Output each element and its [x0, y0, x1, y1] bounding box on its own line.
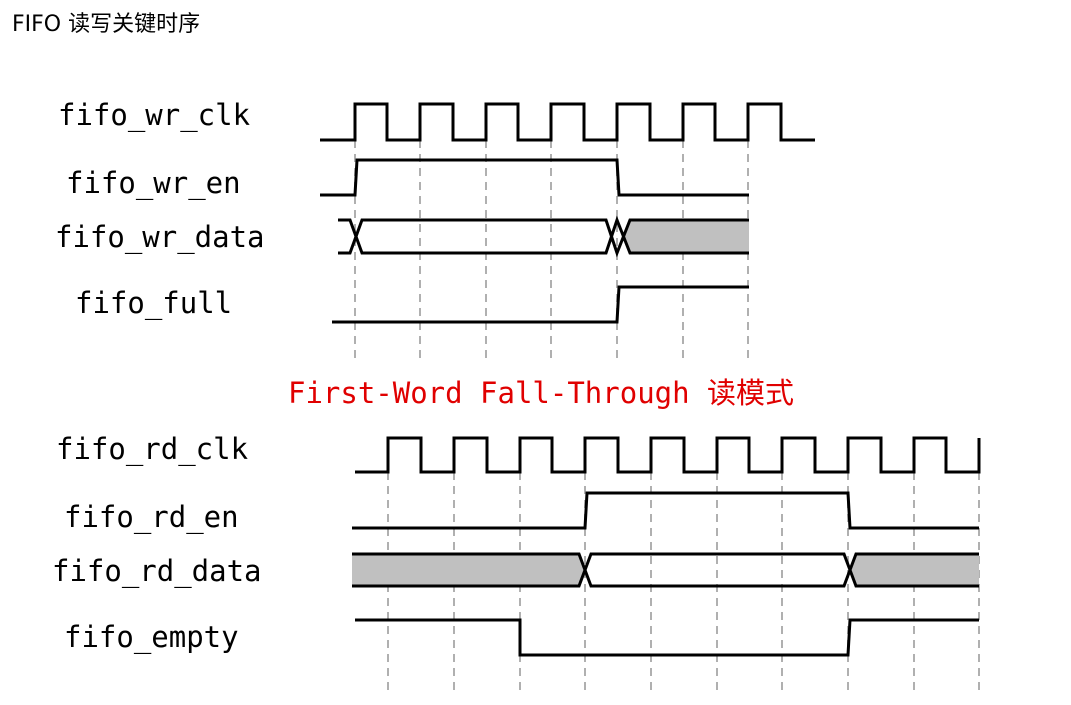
rd-data-invalid-region-right [850, 554, 979, 586]
waveform-fifo-rd-clk [355, 436, 981, 474]
signal-label-fifo-rd-en: fifo_rd_en [64, 500, 239, 534]
wr-data-top-edge [338, 215, 749, 255]
signal-label-fifo-empty: fifo_empty [64, 620, 239, 654]
waveform-fifo-wr-data [338, 215, 749, 258]
signal-label-fifo-wr-en: fifo_wr_en [66, 166, 241, 200]
signal-label-fifo-full: fifo_full [75, 286, 233, 320]
rd-data-bottom-edge [352, 552, 979, 588]
signal-label-fifo-rd-data: fifo_rd_data [52, 554, 262, 588]
signal-label-fifo-wr-clk: fifo_wr_clk [58, 98, 251, 132]
signal-label-fifo-rd-clk: fifo_rd_clk [56, 432, 249, 466]
waveform-fifo-wr-en [320, 158, 749, 197]
diagram-title: FIFO 读写关键时序 [12, 12, 201, 37]
rd-data-invalid-region-left [352, 554, 585, 586]
signal-label-fifo-wr-data: fifo_wr_data [55, 220, 265, 254]
waveform-fifo-rd-en [352, 491, 979, 530]
waveform-fifo-rd-data [352, 552, 979, 588]
waveform-fifo-empty [355, 618, 979, 657]
waveform-fifo-wr-clk [320, 102, 815, 142]
fwft-mode-label: First-Word Fall-Through 读模式 [288, 376, 795, 410]
waveform-fifo-full [332, 285, 749, 324]
wr-data-bottom-edge [338, 218, 749, 258]
wr-data-invalid-region [624, 220, 749, 253]
rd-data-top-edge [352, 552, 979, 588]
